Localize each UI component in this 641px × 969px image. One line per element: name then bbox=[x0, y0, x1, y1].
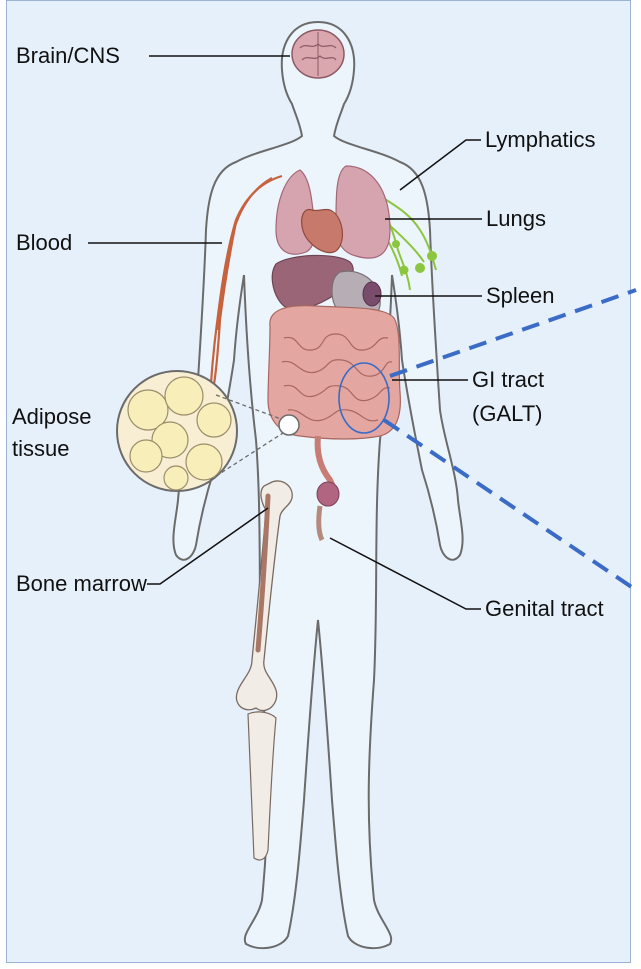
adipose-zoom bbox=[117, 371, 237, 491]
gi-zoom-line-bottom bbox=[384, 420, 636, 590]
brain-cns-label: Brain/CNS bbox=[16, 44, 120, 68]
galt-label: (GALT) bbox=[472, 402, 542, 426]
spleen-organ bbox=[363, 282, 381, 306]
blood-label: Blood bbox=[16, 231, 72, 255]
adipose-source-spot bbox=[279, 415, 299, 435]
lymphatics-label: Lymphatics bbox=[485, 128, 595, 152]
spleen-label: Spleen bbox=[486, 284, 555, 308]
adipose-label: Adipose bbox=[12, 405, 92, 429]
body-outline bbox=[173, 22, 462, 948]
bone-marrow-label: Bone marrow bbox=[16, 572, 147, 596]
brain-organ bbox=[292, 30, 344, 78]
tissue-label: tissue bbox=[12, 437, 69, 461]
genital-tract-label: Genital tract bbox=[485, 597, 604, 621]
gi-tract-label: GI tract bbox=[472, 368, 544, 392]
lungs-label: Lungs bbox=[486, 207, 546, 231]
bone-marrow-leader-line bbox=[147, 508, 268, 584]
